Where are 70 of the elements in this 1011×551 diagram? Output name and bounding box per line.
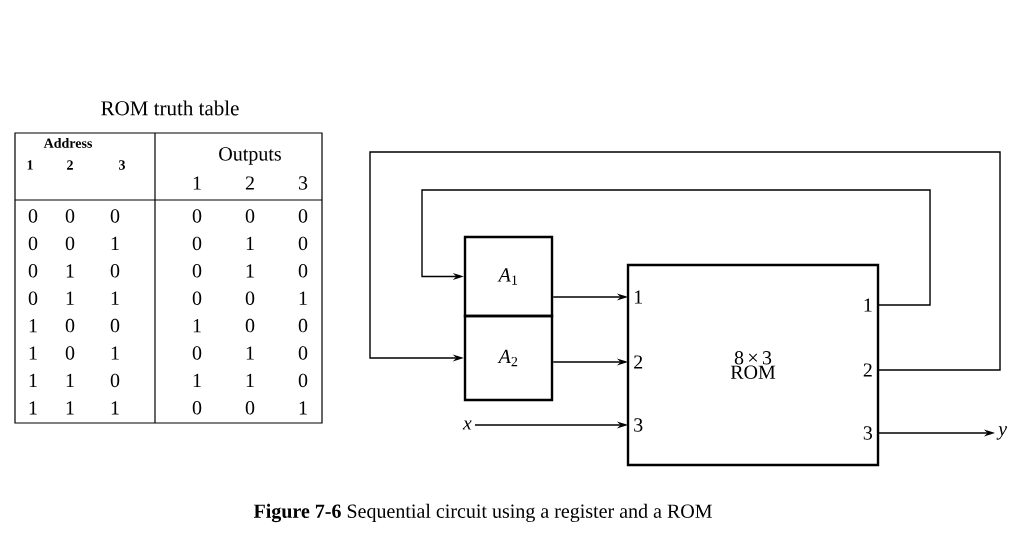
signal-label: x [462, 420, 472, 430]
table-cell: 1 [246, 346, 254, 360]
table-cell: 1 [111, 236, 119, 250]
arrow [421, 189, 931, 306]
table-cell: 0 [298, 209, 308, 223]
table-cell: 0 [298, 236, 308, 251]
pin-number: 1 [864, 298, 872, 312]
table-cell: 1 [66, 291, 74, 305]
table-cell: 0 [28, 209, 38, 223]
table-cell: 1 [193, 319, 201, 333]
column-number: 1 [27, 160, 33, 170]
table-cell: 1 [299, 291, 307, 305]
table-cell: 1 [66, 401, 74, 415]
table-cell: 0 [65, 346, 75, 360]
table-cell: 0 [28, 264, 38, 278]
table-cell: 0 [192, 264, 202, 278]
table-cell: 0 [110, 209, 120, 223]
column-header: Address [43, 138, 93, 148]
table-cell: 0 [298, 264, 308, 278]
table-cell: 0 [245, 401, 255, 415]
pin-number: 1 [634, 290, 642, 304]
table-cell: 1 [111, 346, 119, 360]
table-cell: 0 [192, 291, 202, 305]
table-cell: 0 [110, 264, 120, 278]
column-number: 3 [119, 160, 126, 170]
table-cell: 1 [29, 319, 37, 333]
table-cell: 0 [65, 236, 75, 251]
table-cell: 0 [65, 209, 75, 223]
table-cell: 1 [193, 373, 201, 387]
table-cell: 0 [65, 318, 75, 333]
column-number: 2 [245, 176, 254, 190]
column-header: Outputs [219, 147, 281, 165]
table-cell: 0 [245, 291, 255, 305]
figure-caption: Figure 7-6 Sequential circuit using a register and a ROM [253, 503, 712, 523]
table-cell: 1 [246, 236, 254, 250]
table-cell: 0 [192, 346, 202, 360]
column-number: 3 [298, 176, 308, 190]
register-box: A$_{1}$ [463, 235, 554, 318]
table-cell: 0 [28, 236, 38, 251]
pin-number: 2 [863, 363, 872, 377]
table-cell: 0 [192, 401, 202, 415]
table-cell: 1 [246, 264, 254, 278]
table-cell: 0 [192, 236, 202, 251]
column-number: 1 [193, 176, 201, 190]
title-text: ROM truth table [101, 100, 239, 116]
table-cell: 0 [245, 209, 255, 223]
pin-number: 3 [863, 426, 873, 440]
table-cell: 0 [298, 318, 308, 333]
column-number: 2 [67, 160, 73, 170]
table-cell: 1 [66, 264, 74, 278]
signal-label: y [996, 426, 1008, 440]
table-cell: 1 [111, 401, 119, 415]
table-cell: 1 [299, 401, 307, 415]
table-cell: 0 [110, 373, 120, 388]
table-cell: 1 [29, 401, 37, 415]
table-cell: 1 [29, 346, 37, 360]
table-cell: 1 [111, 291, 119, 305]
table-cell: 1 [29, 373, 37, 387]
table-cell: 0 [298, 373, 308, 388]
table-cell: 0 [110, 318, 120, 333]
table-cell: 0 [28, 291, 38, 305]
table-cell: 1 [66, 373, 74, 387]
pin-number: 2 [634, 355, 643, 369]
pin-number: 3 [634, 418, 643, 432]
register-box: A$_{2}$ [463, 314, 554, 402]
arrow [369, 151, 1001, 371]
table-cell: 0 [192, 209, 202, 223]
table-cell: 0 [245, 318, 255, 333]
table-cell: 1 [246, 373, 254, 387]
table-cell: 0 [298, 346, 308, 360]
